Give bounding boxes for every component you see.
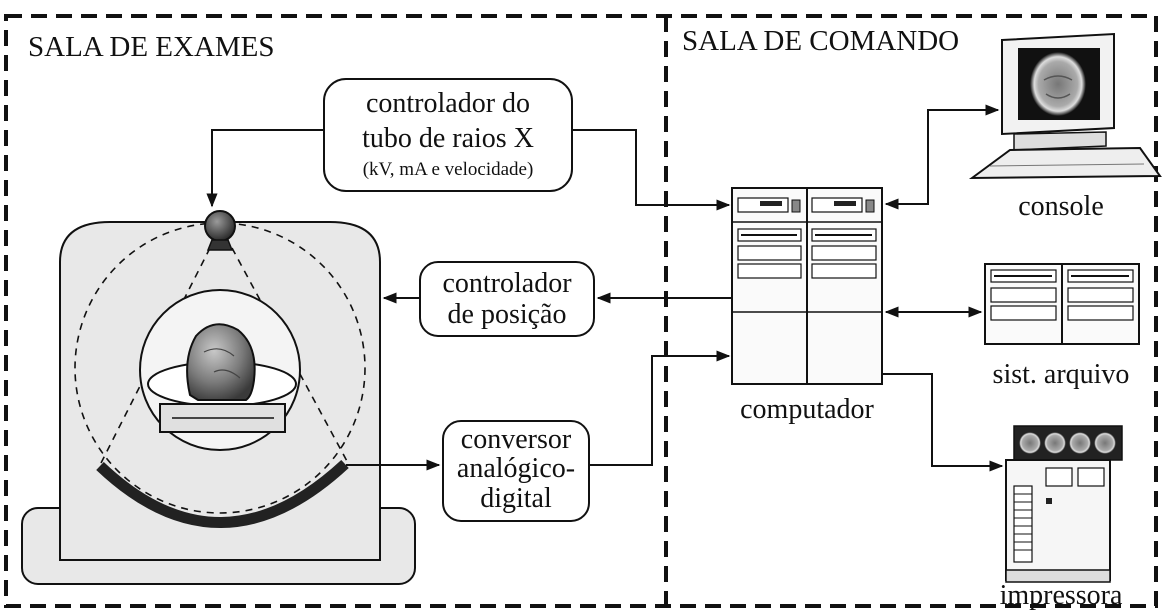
printer-base <box>1005 569 1111 583</box>
line-computer-to-printer <box>882 373 1004 472</box>
printer <box>1005 425 1123 583</box>
computer <box>731 187 883 385</box>
detector-array <box>96 459 349 528</box>
tube-controller-line1: controlador do <box>366 88 530 119</box>
position-controller-box: controlador de posição <box>419 261 595 337</box>
adc-frame <box>442 420 590 522</box>
storage-label: sist. arquivo <box>993 359 1130 390</box>
monitor-stand <box>1013 131 1107 151</box>
xray-tube <box>204 210 236 242</box>
console-keyboard <box>968 146 1162 180</box>
xray-tube-collimator <box>206 239 234 251</box>
patient-head <box>186 323 256 401</box>
adc-line2: analógico- <box>457 453 575 484</box>
console-label: console <box>1018 191 1104 222</box>
outer-dashed-border <box>4 14 1158 608</box>
line-tube-controller-to-tube <box>206 129 324 208</box>
printed-film <box>1013 425 1123 461</box>
tube-controller-line2: tubo de raios X <box>362 123 534 154</box>
tube-controller-box: controlador do tubo de raios X (kV, mA e… <box>323 78 573 192</box>
line-adc-to-computer <box>589 350 731 466</box>
rotation-path <box>74 222 366 514</box>
line-computer-console <box>884 104 1000 210</box>
console-monitor <box>968 32 1162 180</box>
position-controller-line1: controlador <box>442 268 572 299</box>
ct-scanner <box>21 210 416 585</box>
exam-room-title: SALA DE EXAMES <box>28 31 275 63</box>
computer-label: computador <box>740 394 874 425</box>
adc-box: conversor analógico- digital <box>442 420 590 522</box>
adc-line1: conversor <box>461 424 572 455</box>
tube-controller-frame <box>323 78 573 192</box>
room-borders <box>4 14 1158 608</box>
tube-controller-line3: (kV, mA e velocidade) <box>363 159 534 180</box>
line-tube-controller-to-computer <box>572 129 731 211</box>
control-room-title: SALA DE COMANDO <box>682 25 959 57</box>
adc-line3: digital <box>480 483 552 514</box>
connections <box>206 104 1004 472</box>
printer-label: impressora <box>1000 580 1123 611</box>
storage-system <box>984 263 1140 345</box>
position-controller-line2: de posição <box>448 299 567 330</box>
ct-slice-image <box>1030 52 1086 116</box>
head-shading <box>203 348 241 379</box>
